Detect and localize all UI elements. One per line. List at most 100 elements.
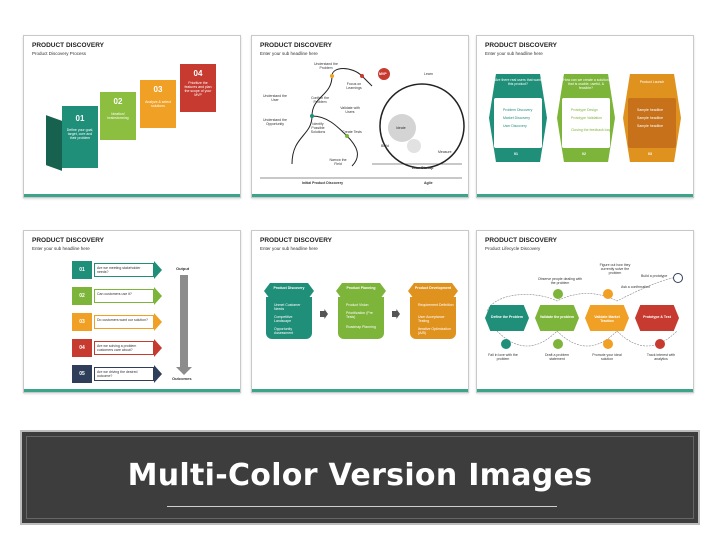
step-box: 04 Prioritize the features and plan the … bbox=[180, 64, 216, 112]
note: Track interest with analytics bbox=[646, 353, 676, 362]
analytics-icon bbox=[655, 339, 665, 349]
stage-item: Competitive Landscape bbox=[274, 315, 293, 324]
card-item: User Discovery bbox=[503, 124, 527, 128]
footer-lean-startup: Lean Startup bbox=[412, 166, 434, 170]
label-ideate: Ideate bbox=[396, 126, 406, 130]
accent-bar bbox=[252, 389, 468, 392]
arrow-icon bbox=[392, 309, 400, 319]
thumbnail-4[interactable]: PRODUCT DISCOVERY Enter your sub headlin… bbox=[23, 230, 241, 393]
tools-icon bbox=[603, 289, 613, 299]
label-understand-problem: Understand the Problem bbox=[314, 62, 338, 71]
stage-item: Requirement Definition bbox=[418, 303, 454, 307]
lifecycle-node bbox=[585, 305, 629, 331]
thumbnail-6[interactable]: PRODUCT DISCOVERY Product Lifecycle Disc… bbox=[476, 230, 694, 393]
step-box: 02 Ideation/ brainstorming bbox=[100, 92, 136, 140]
card-number: 01 bbox=[514, 152, 518, 156]
stage-header bbox=[408, 283, 458, 299]
question-row: 02 Can customers use it? bbox=[72, 287, 162, 305]
card-item: Sample headline bbox=[637, 124, 664, 128]
step-text: Analyze & select solutions bbox=[145, 100, 171, 109]
card-number: 02 bbox=[582, 152, 586, 156]
stage-item: User Acceptance Testing bbox=[418, 315, 445, 324]
row-number: 02 bbox=[72, 287, 92, 305]
row-arrow bbox=[154, 365, 162, 383]
row-arrow bbox=[154, 339, 162, 357]
thumbnail-5[interactable]: PRODUCT DISCOVERY Enter your sub headlin… bbox=[251, 230, 469, 393]
slide-title: PRODUCT DISCOVERY bbox=[485, 237, 557, 244]
card-item: Market Discovery bbox=[503, 116, 531, 120]
label-confirm-problem: Confirm the Problem bbox=[310, 96, 330, 105]
output-arrowhead bbox=[176, 367, 192, 375]
thumbnail-3[interactable]: PRODUCT DISCOVERY Enter your sub headlin… bbox=[476, 35, 694, 198]
card-item: Prototype Design bbox=[571, 108, 598, 112]
step-text: Ideation/ brainstorming bbox=[107, 112, 129, 121]
lifecycle-node bbox=[635, 305, 679, 331]
stage-item: Prioritization (Pre Tests) bbox=[346, 311, 373, 320]
label-narrow-field: Narrow the Field bbox=[329, 158, 347, 167]
node-label: Validate Market Traction bbox=[594, 315, 620, 324]
label-measure: Measure bbox=[438, 150, 452, 154]
lifecycle-node bbox=[485, 305, 529, 331]
stage-body bbox=[266, 297, 312, 339]
row-number: 05 bbox=[72, 365, 92, 383]
stage-item: Unmet Customer Needs bbox=[274, 303, 301, 312]
label-create-tests: Create Tests bbox=[342, 130, 362, 134]
heart-icon bbox=[501, 339, 511, 349]
note: Draft a problem statement bbox=[544, 353, 570, 362]
node-label: Prototype & Test bbox=[643, 315, 671, 319]
step-number: 01 bbox=[75, 114, 85, 123]
label-understand-opportunity: Understand the Opportunity bbox=[263, 118, 287, 127]
slide-subtitle: Enter your sub headline here bbox=[485, 51, 543, 56]
row-text: Can customers use it? bbox=[94, 289, 154, 303]
stage-header bbox=[264, 283, 314, 299]
stage-item: Opportunity Assessment bbox=[274, 327, 294, 336]
card-item: Prototype Validation bbox=[571, 116, 603, 120]
row-text: Are we driving the desired outcome? bbox=[94, 367, 154, 381]
slide-title: PRODUCT DISCOVERY bbox=[32, 237, 104, 244]
row-number: 04 bbox=[72, 339, 92, 357]
step-number: 03 bbox=[153, 85, 163, 94]
slide-subtitle: Enter your sub headline here bbox=[260, 246, 318, 251]
row-arrow bbox=[154, 261, 162, 279]
question-row: 03 Do customers want our solution? bbox=[72, 313, 162, 331]
stage-item: Product Vision bbox=[346, 303, 369, 307]
card-number: 03 bbox=[648, 152, 652, 156]
label-validate-users: Validate with Users bbox=[340, 106, 360, 115]
thumbnail-1[interactable]: PRODUCT DISCOVERY Product Discovery Proc… bbox=[23, 35, 241, 198]
stage-title: Product Development bbox=[414, 286, 452, 290]
outcomes-label: Outcomes bbox=[172, 376, 192, 381]
card-inner bbox=[628, 98, 676, 148]
question-row: 01 Are we meeting stakeholder needs? bbox=[72, 261, 162, 279]
step-text: Define your goal, target, core and their… bbox=[66, 128, 94, 141]
step-box: 03 Analyze & select solutions bbox=[140, 80, 176, 128]
note: Build a prototype bbox=[641, 274, 668, 278]
card-heading: Product Launch bbox=[639, 80, 665, 84]
card-item: Sample headline bbox=[637, 116, 664, 120]
label-learn: Learn bbox=[424, 72, 433, 76]
step-fold-shadow bbox=[46, 115, 62, 171]
output-label: Output bbox=[176, 266, 190, 271]
banner-title: Multi-Color Version Images bbox=[127, 458, 593, 493]
accent-bar bbox=[477, 194, 693, 197]
slide-title: PRODUCT DISCOVERY bbox=[260, 42, 332, 49]
slide-subtitle: Product Discovery Process bbox=[32, 51, 87, 56]
row-arrow bbox=[154, 287, 162, 305]
accent-bar bbox=[477, 389, 693, 392]
label-mvp: MVP bbox=[379, 72, 387, 76]
label-build: Build bbox=[381, 144, 389, 148]
thumbnail-2[interactable]: PRODUCT DISCOVERY Enter your sub headlin… bbox=[251, 35, 469, 198]
stage-body bbox=[338, 297, 384, 339]
row-text: Do customers want our solution? bbox=[94, 315, 154, 329]
row-text: Are we solving a problem customers care … bbox=[94, 341, 154, 355]
note: Fall in love with the problem bbox=[488, 353, 518, 362]
question-row: 05 Are we driving the desired outcome? bbox=[72, 365, 162, 383]
banner-frame bbox=[26, 436, 694, 519]
accent-bar bbox=[24, 194, 240, 197]
row-arrow bbox=[154, 313, 162, 331]
note: Figure out how they currently solve the … bbox=[599, 263, 631, 276]
node-label: Define the Problem bbox=[491, 315, 523, 319]
pen-icon bbox=[553, 339, 563, 349]
card-inner bbox=[494, 98, 542, 148]
slide-title: PRODUCT DISCOVERY bbox=[32, 42, 104, 49]
stage-title: Product Planning bbox=[346, 286, 376, 290]
